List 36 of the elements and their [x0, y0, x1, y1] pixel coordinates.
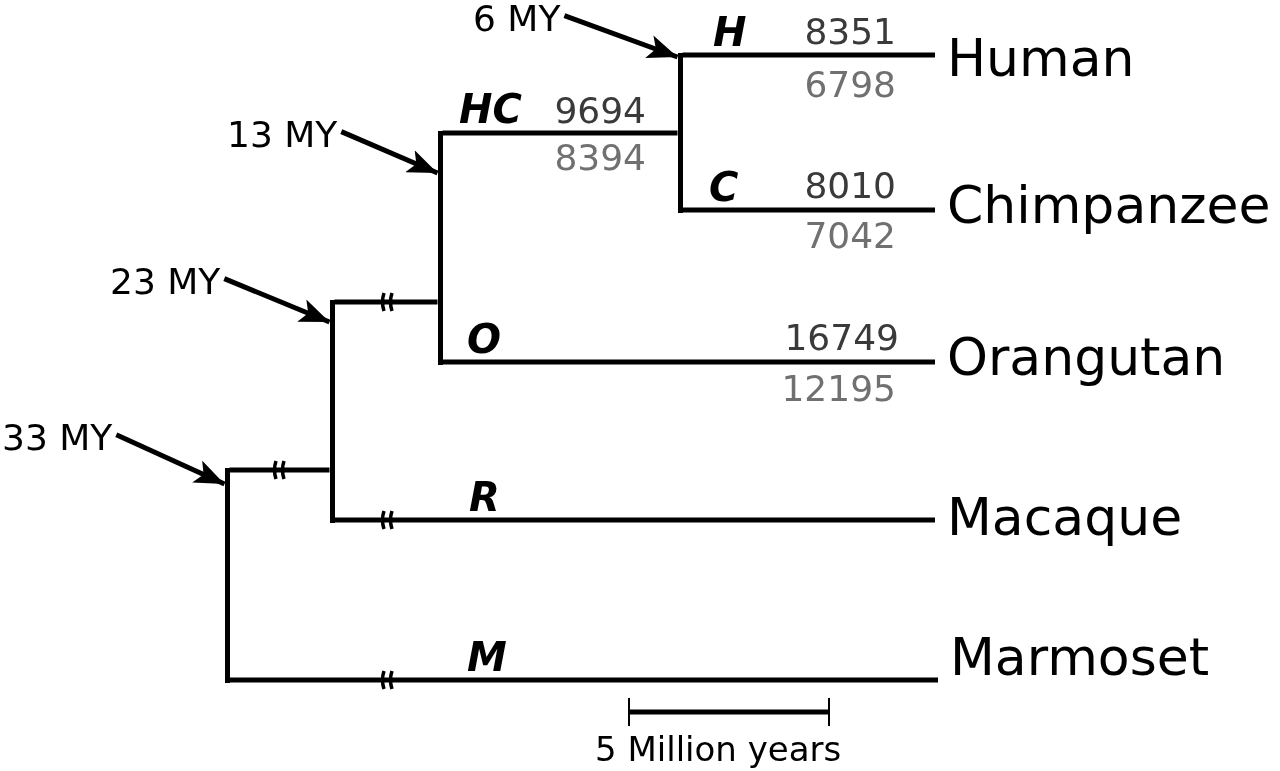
- species-label: Macaque: [947, 485, 1183, 549]
- branch-line: [682, 52, 935, 58]
- branch-label: H: [712, 11, 748, 52]
- branch-label: M: [466, 636, 508, 677]
- branch-value: 8351: [804, 13, 896, 50]
- branch-line: [334, 517, 935, 523]
- branch-label: O: [466, 318, 502, 359]
- branch-value: 9694: [554, 92, 646, 129]
- divergence-time-label: 6 MY: [473, 0, 561, 37]
- branch-value: 16749: [784, 319, 899, 356]
- species-label: Human: [947, 26, 1135, 90]
- species-label: Orangutan: [947, 325, 1226, 389]
- arrow: [223, 276, 331, 325]
- divergence-time-label: 23 MY: [110, 263, 221, 300]
- arrow: [340, 129, 439, 176]
- branch-line: [442, 130, 678, 136]
- branch-label: C: [708, 166, 740, 207]
- branch-line: [229, 467, 330, 473]
- branch-value: 12195: [781, 370, 896, 407]
- branch-line: [229, 677, 938, 683]
- divergence-time-label: 33 MY: [2, 419, 113, 456]
- branch-label: R: [468, 476, 501, 517]
- branch-label: HC: [458, 88, 523, 129]
- branch-value: 6798: [804, 66, 896, 103]
- branch-line: [334, 299, 438, 305]
- branch-value: 7042: [804, 217, 896, 254]
- branch-value: 8010: [804, 167, 896, 204]
- branch-value: 8394: [554, 139, 646, 176]
- branch-line: [682, 207, 935, 213]
- divergence-time-label: 13 MY: [227, 116, 338, 153]
- scale-bar-label: 5 Million years: [595, 729, 842, 770]
- arrow: [563, 13, 679, 60]
- species-label: Marmoset: [950, 625, 1210, 689]
- arrow: [115, 432, 226, 487]
- branch-line: [442, 359, 935, 365]
- species-label: Chimpanzee: [947, 173, 1271, 237]
